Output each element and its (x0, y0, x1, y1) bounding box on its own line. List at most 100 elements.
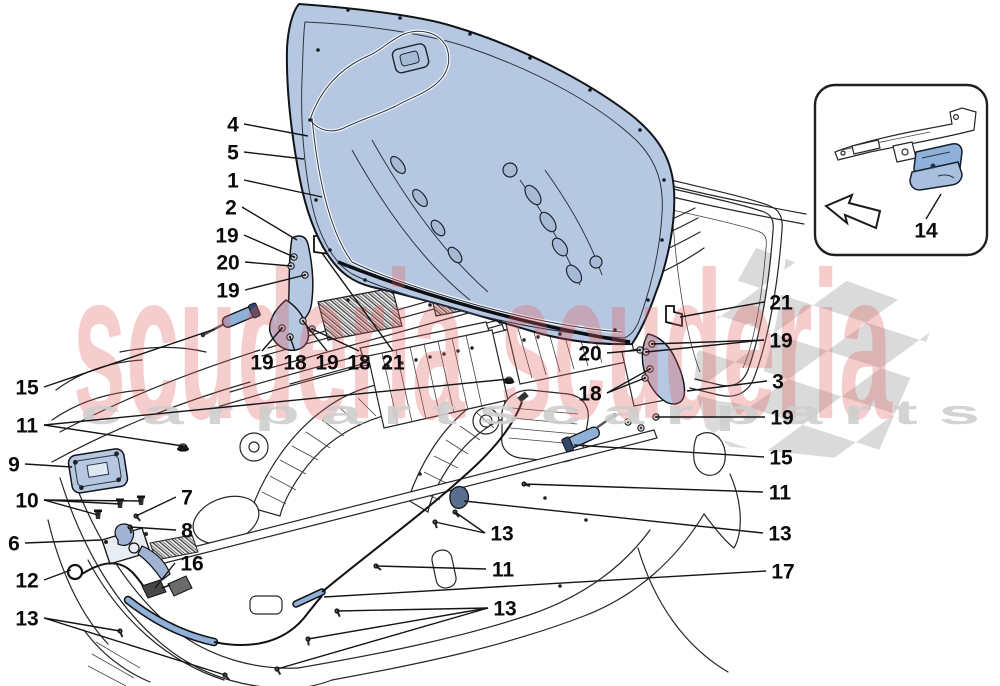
leader-line (323, 570, 767, 598)
callout-11: 11 (375, 559, 515, 582)
callout-16: 16 (154, 553, 204, 589)
checkered-flag (650, 248, 938, 462)
gas-strut-left (200, 302, 261, 338)
leader-line (43, 378, 510, 426)
hood-latch-pocket (391, 43, 430, 74)
callout-number: 10 (15, 490, 38, 513)
striker-right (665, 305, 683, 328)
cowl-grille-mesh (317, 287, 403, 341)
leader-line (243, 179, 323, 198)
leader-line (129, 526, 177, 531)
callout-18: 18 (578, 368, 651, 406)
callout-19: 19 (302, 320, 339, 375)
leader-line (43, 424, 184, 447)
callout-19: 19 (215, 225, 295, 258)
callout-number: 20 (216, 252, 239, 275)
callout-5: 5 (227, 142, 305, 165)
leader-line (307, 607, 489, 640)
callout-number: 11 (492, 559, 515, 582)
callout-6: 6 (8, 533, 102, 556)
leader-line (651, 339, 765, 345)
leader-line (24, 539, 102, 544)
callout-9: 9 (8, 454, 73, 477)
leader-line (434, 521, 486, 534)
callout-number: 11 (769, 482, 792, 505)
callout-number: 21 (769, 292, 793, 315)
callout-1: 1 (227, 170, 323, 198)
callout-8: 8 (129, 520, 193, 543)
gas-strut-right (561, 412, 618, 453)
leader-line (679, 301, 765, 318)
callout-number: 12 (15, 570, 38, 593)
leader-line (686, 380, 768, 392)
leader-line (276, 607, 489, 670)
release-cable (66, 391, 529, 647)
leader-line (311, 328, 360, 352)
callout-number: 19 (250, 352, 273, 375)
callout-number: 5 (227, 142, 239, 165)
callout-19: 19 (250, 327, 283, 375)
leader-line (241, 206, 298, 241)
callout-number: 19 (315, 352, 338, 375)
callout-13: 13 (463, 500, 792, 546)
hood-hinge-left (268, 235, 314, 352)
callout-number: 4 (227, 114, 239, 137)
callout-12: 12 (15, 569, 72, 593)
callout-20: 20 (578, 343, 641, 366)
callout-17: 17 (323, 561, 795, 598)
leader-line (43, 617, 121, 632)
leader-line (606, 377, 646, 394)
inset-box (813, 83, 989, 257)
callout-number: 17 (771, 561, 794, 584)
callout-7: 7 (135, 487, 193, 517)
leader-line (289, 336, 296, 352)
leader-line (24, 463, 73, 468)
leader-line (606, 349, 641, 354)
direction-arrow-icon (824, 193, 882, 230)
callout-19: 19 (645, 330, 793, 353)
callout-21: 21 (679, 292, 793, 318)
leader-line (43, 328, 216, 388)
callout-18: 18 (283, 336, 307, 375)
tow-hook-pocket (249, 595, 283, 615)
leader-line (645, 339, 765, 353)
latch-plate (67, 448, 129, 494)
leader-line (43, 499, 99, 516)
callout-number: 18 (578, 383, 602, 406)
callout-13: 13 (276, 598, 517, 670)
leader-line (302, 320, 328, 352)
callout-number: 13 (768, 523, 791, 546)
callout-15: 15 (15, 328, 216, 400)
leader-line (454, 511, 486, 534)
leader-line (43, 617, 226, 676)
callout-number: 7 (181, 487, 193, 510)
callout-number: 19 (769, 330, 792, 353)
leader-line (321, 252, 394, 352)
callout-20: 20 (216, 252, 292, 275)
leader-line (573, 444, 765, 458)
callout-18: 18 (311, 328, 371, 375)
callout-number: 13 (490, 523, 513, 546)
callout-number: 16 (180, 553, 203, 576)
callout-number: 8 (181, 520, 193, 543)
leader-line (925, 193, 942, 220)
leader-line (523, 483, 764, 493)
callout-number: 19 (770, 407, 793, 430)
callout-15: 15 (573, 444, 793, 470)
callout-10: 10 (15, 490, 142, 516)
leader-line (606, 368, 651, 394)
callout-number: 3 (772, 371, 784, 394)
callout-number: 20 (578, 343, 601, 366)
latch-rail-drawing (834, 107, 977, 163)
cable-conduit (125, 597, 217, 645)
leader-line (261, 327, 283, 352)
callout-19: 19 (216, 274, 306, 303)
callout-13: 13 (434, 511, 514, 546)
leader-line (154, 562, 176, 589)
leader-line (375, 565, 487, 570)
callout-number: 15 (769, 447, 793, 470)
leader-line (243, 151, 305, 160)
callout-3: 3 (686, 371, 784, 394)
